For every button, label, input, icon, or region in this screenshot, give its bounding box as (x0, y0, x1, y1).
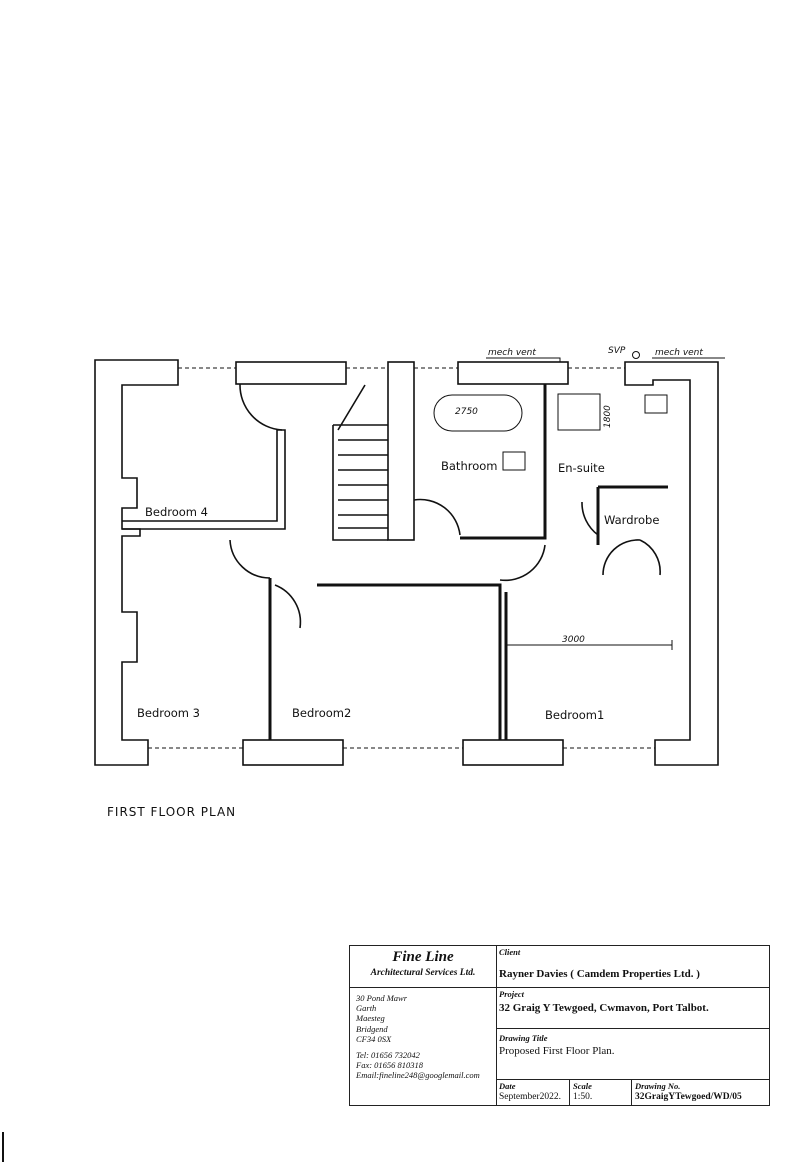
firm-name: Fine Line (392, 949, 454, 965)
project-cell: Project 32 Graig Y Tewgoed, Cwmavon, Por… (496, 988, 769, 1029)
ensuite-shower-tray (557, 393, 601, 431)
room-label-bedroom2: Bedroom2 (292, 706, 351, 720)
top-wall-block-2 (457, 361, 569, 385)
scale-label: Scale (573, 1081, 592, 1091)
address-line: Maesteg (356, 1013, 385, 1024)
outer-wall-left (94, 359, 179, 766)
date-cell: Date September2022. (496, 1080, 569, 1105)
drawing-title-value: Proposed First Floor Plan. (499, 1045, 615, 1057)
client-label: Client (499, 947, 521, 957)
door-swing-bath (413, 498, 461, 536)
floor-plan-drawing: Bedroom 4 Bedroom 3 Bedroom2 Bedroom1 Ba… (94, 346, 725, 766)
project-value: 32 Graig Y Tewgoed, Cwmavon, Port Talbot… (499, 1002, 709, 1014)
project-label: Project (499, 989, 525, 999)
svp-pipe (632, 351, 640, 359)
date-label: Date (499, 1081, 516, 1091)
stair (332, 384, 388, 541)
drawing-no-cell: Drawing No. 32GraigYTewgoed/WD/05 (632, 1080, 769, 1105)
note-vent-left: mech vent (488, 348, 536, 358)
room-label-bedroom3: Bedroom 3 (137, 706, 200, 720)
firm-fax: Fax: 01656 810318 (356, 1060, 424, 1071)
drawing-title-cell: Drawing Title Proposed First Floor Plan. (496, 1029, 769, 1080)
room-label-wardrobe: Wardrobe (604, 513, 659, 527)
room-label-bedroom1: Bedroom1 (545, 708, 604, 722)
address-line: 30 Pond Mawr (356, 993, 407, 1003)
dimension-line-bed1 (505, 640, 673, 650)
client-cell: Client Rayner Davies ( Camdem Properties… (496, 946, 769, 988)
door-swing-bed1 (499, 544, 546, 582)
bathroom-partition (460, 384, 547, 540)
address-line: Bridgend (356, 1023, 388, 1034)
bathroom-basin (502, 451, 526, 471)
date-value: September2022. (499, 1092, 562, 1102)
top-wall-block-1 (235, 361, 347, 385)
title-block-firm-panel: Fine Line Architectural Services Ltd. 30… (350, 946, 497, 1105)
firm-subtitle: Architectural Services Ltd. (370, 968, 476, 978)
firm-tel: Tel: 01656 732042 (356, 1050, 420, 1061)
bath-tub (433, 394, 523, 432)
address-line: Garth (356, 1003, 377, 1014)
vent-left-leader (486, 357, 561, 362)
room-label-ensuite: En-suite (558, 461, 605, 475)
door-swing-ensuite (581, 501, 599, 536)
door-swing-landing (229, 539, 271, 579)
landing-wall (317, 583, 502, 740)
note-svp: SVP (608, 346, 626, 356)
room-label-bedroom4: Bedroom 4 (145, 505, 208, 519)
ensuite-basin (644, 394, 668, 414)
note-bed1-dimension: 3000 (562, 635, 585, 645)
drawing-no-label: Drawing No. (635, 1081, 681, 1091)
door-swing-bedroom4 (239, 383, 283, 431)
ensuite-wardrobe-wall (596, 485, 668, 545)
outer-wall-right (624, 361, 719, 766)
door-swing-bed2 (274, 584, 302, 629)
bottom-wall-block-1 (242, 739, 344, 766)
drawing-no-value: 32GraigYTewgoed/WD/05 (635, 1092, 742, 1102)
stair-core-wall (387, 361, 415, 541)
note-shower-dimension: 1800 (603, 405, 613, 428)
room-label-bathroom: Bathroom (441, 459, 497, 473)
plan-title: FIRST FLOOR PLAN (107, 805, 237, 819)
firm-email: Email:fineline248@googlemail.com (356, 1070, 480, 1081)
firm-address: 30 Pond Mawr Garth Maesteg Bridgend CF34… (356, 993, 480, 1081)
scale-cell: Scale 1:50. (570, 1080, 631, 1105)
note-vent-right: mech vent (655, 348, 703, 358)
scan-edge-mark (2, 1132, 4, 1162)
scale-value: 1:50. (573, 1092, 593, 1102)
note-bath-dimension: 2750 (455, 407, 478, 417)
address-line: CF34 0SX (356, 1033, 392, 1044)
client-value: Rayner Davies ( Camdem Properties Ltd. ) (499, 968, 700, 980)
drawing-title-label: Drawing Title (499, 1033, 548, 1043)
bottom-wall-block-2 (462, 739, 564, 766)
title-block: Fine Line Architectural Services Ltd. 30… (349, 945, 770, 1106)
door-swing-wardrobe (602, 539, 661, 576)
